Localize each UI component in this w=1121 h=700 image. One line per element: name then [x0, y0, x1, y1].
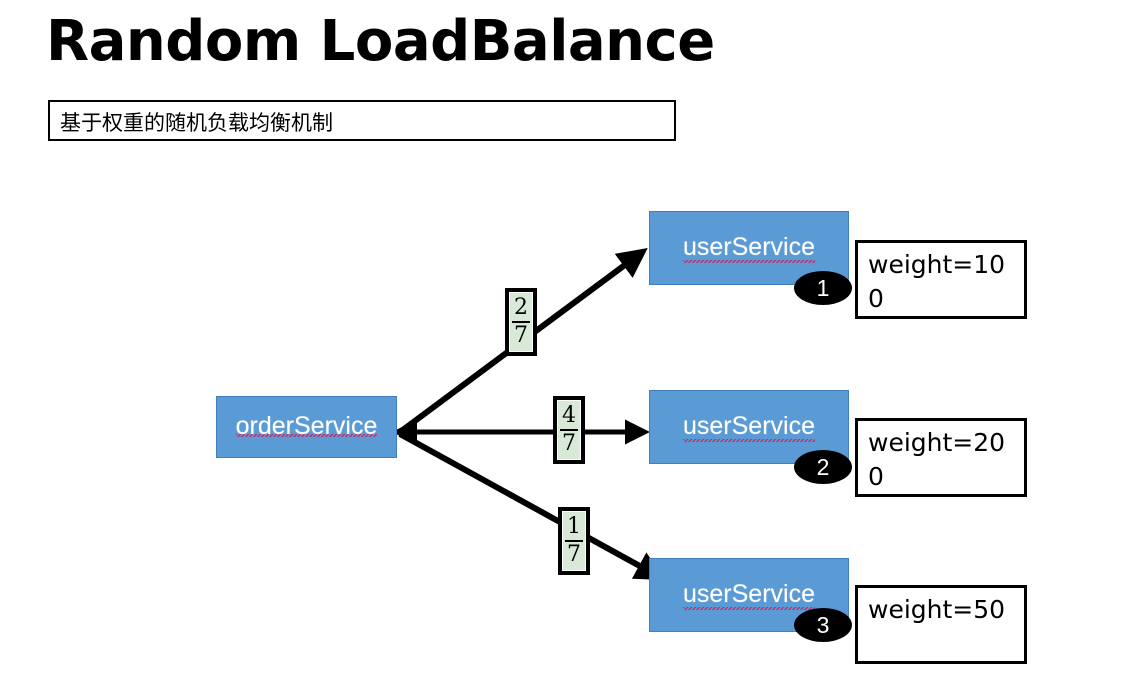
node-user-service-1[interactable]: userService [649, 211, 849, 285]
edge-label-probability-2: 4 7 [553, 396, 585, 464]
index-badge-1: 1 [794, 271, 852, 305]
weight-label-1: weight=100 [868, 250, 1006, 313]
weight-label-2: weight=200 [868, 428, 1006, 491]
fraction-bar-icon [565, 540, 583, 542]
edge-label-probability-3: 1 7 [558, 507, 590, 575]
index-badge-2: 2 [794, 450, 852, 484]
weight-box-2: weight=200 [855, 418, 1027, 497]
page-title: Random LoadBalance [46, 9, 715, 74]
edge-label-3-numerator: 1 [567, 514, 581, 539]
edge-label-probability-1: 2 7 [505, 288, 537, 356]
index-badge-3: 3 [794, 608, 852, 642]
subtitle-box: 基于权重的随机负载均衡机制 [48, 100, 676, 141]
node-user-service-3-label: userService [683, 580, 815, 610]
edge-label-1-denominator: 7 [514, 323, 528, 348]
edge-label-2-numerator: 4 [562, 403, 576, 428]
node-user-service-2[interactable]: userService [649, 390, 849, 464]
node-order-service-label: orderService [235, 412, 378, 442]
node-order-service[interactable]: orderService [216, 396, 397, 458]
fraction-bar-icon [560, 429, 578, 431]
edge-label-1-numerator: 2 [514, 295, 528, 320]
fraction-bar-icon [512, 321, 530, 323]
weight-label-3: weight=50 [868, 595, 1006, 624]
edge-label-3-denominator: 7 [567, 542, 581, 567]
edge-label-2-denominator: 7 [562, 431, 576, 456]
weight-box-3: weight=50 [855, 585, 1027, 664]
node-user-service-1-label: userService [683, 233, 815, 263]
edge-to-userservice-3 [398, 431, 666, 581]
weight-box-1: weight=100 [855, 240, 1027, 319]
subtitle-text: 基于权重的随机负载均衡机制 [60, 111, 333, 135]
node-user-service-2-label: userService [683, 412, 815, 442]
